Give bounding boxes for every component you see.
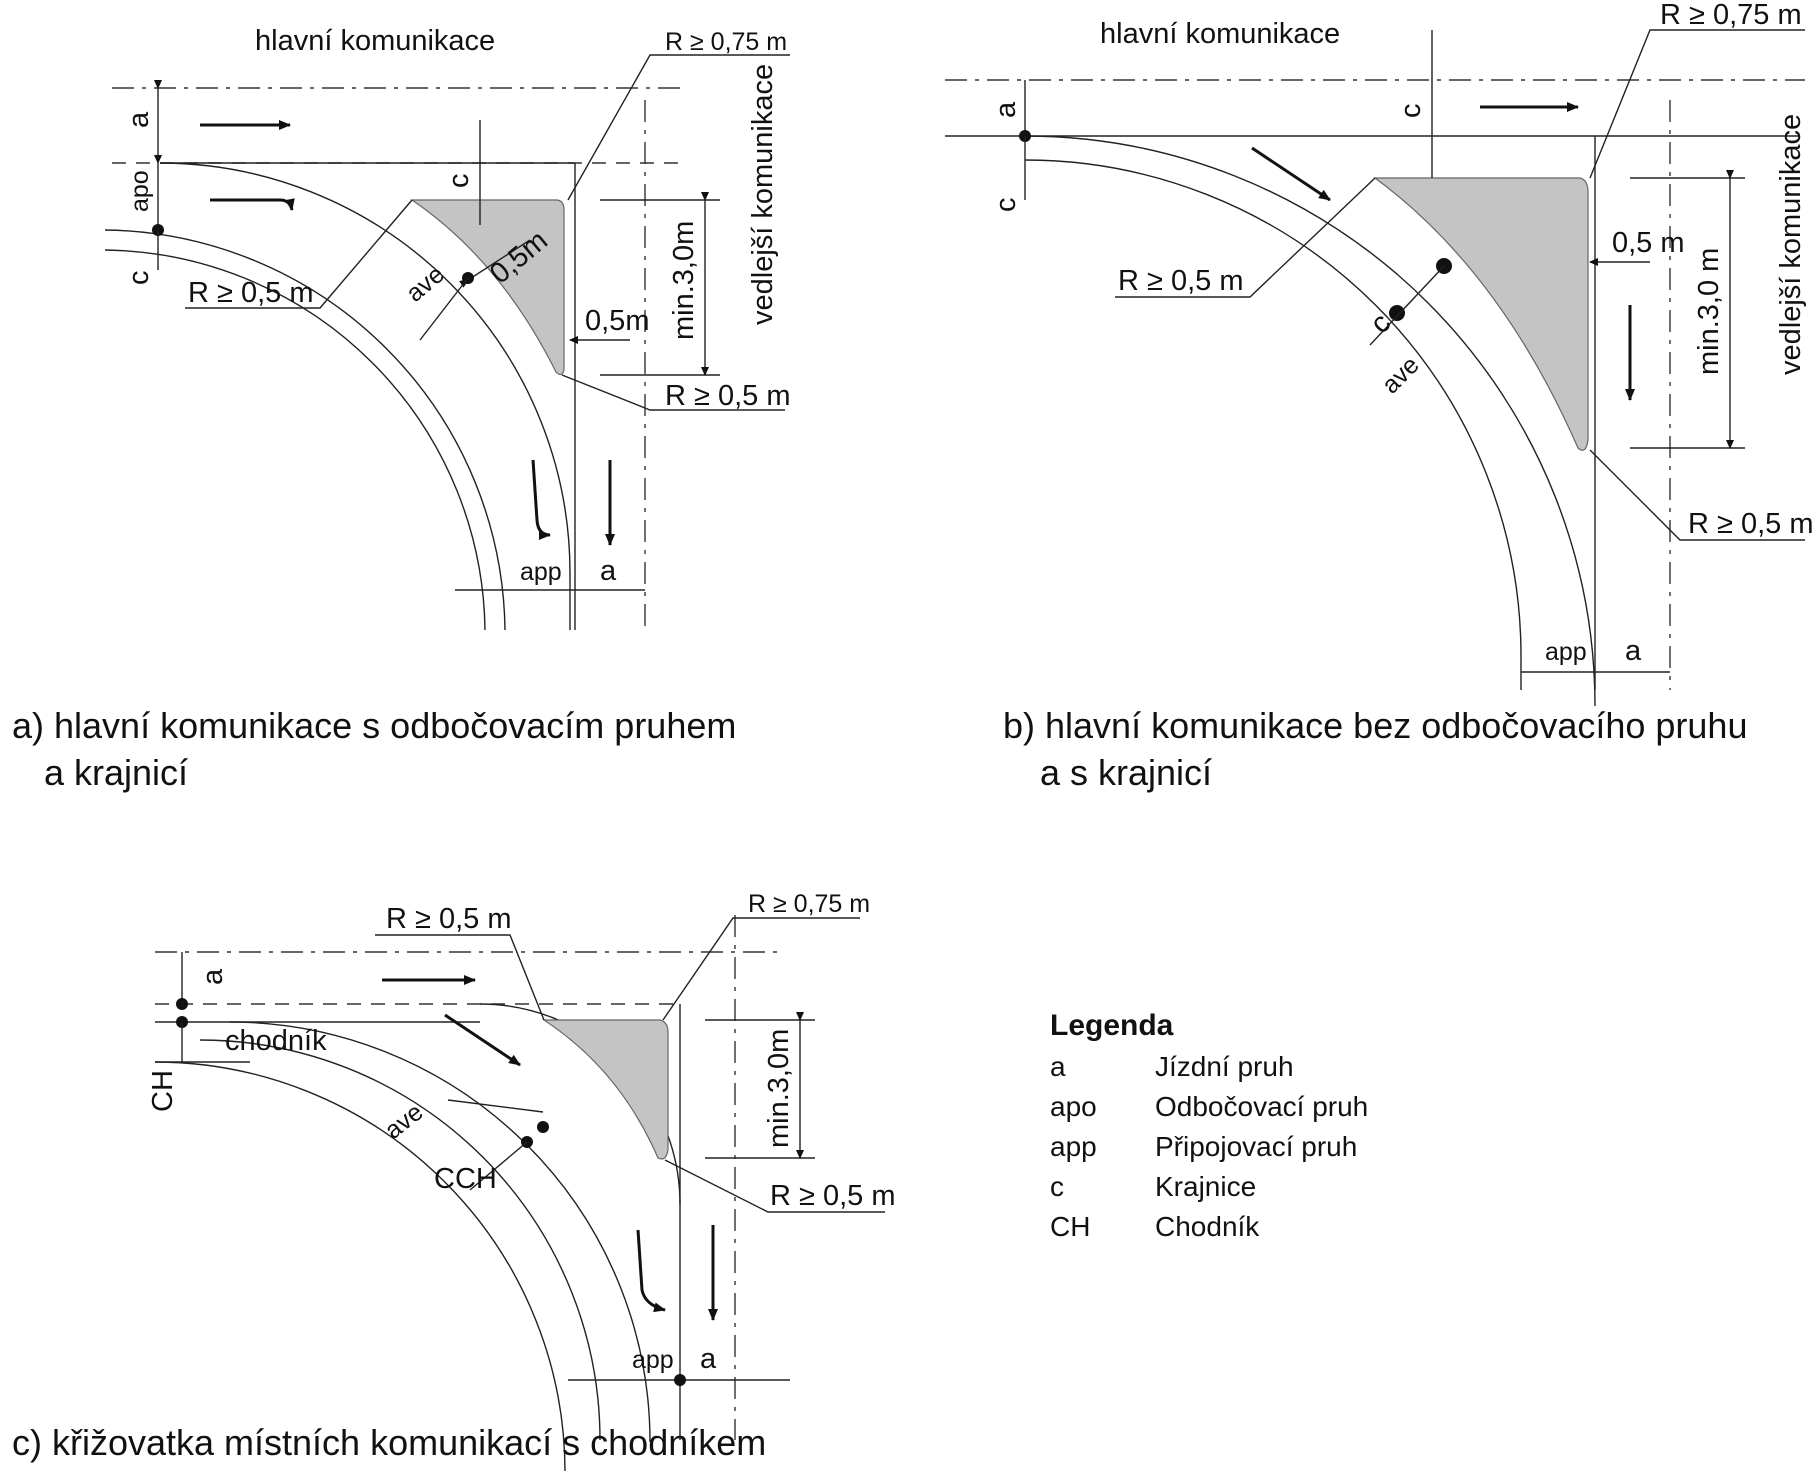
panel-a-side-road-label: vedlejší komunikace: [747, 64, 779, 325]
panel-b-side-road-label: vedlejší komunikace: [1775, 114, 1807, 375]
panel-b-r075: R ≥ 0,75 m: [1660, 0, 1802, 31]
panel-a-r05-left: R ≥ 0,5 m: [188, 277, 314, 309]
panel-c-curve-2: [229, 1021, 651, 1443]
panel-c-dim-ave: ave: [379, 1098, 428, 1145]
panel-a-traffic-island: [410, 199, 565, 376]
panel-c-r05-top: R ≥ 0,5 m: [386, 903, 512, 935]
panel-a-dim-app: app: [520, 558, 562, 586]
panel-a-curve-1: [159, 162, 571, 630]
panel-b-r075-leader: [1589, 29, 1805, 179]
panel-c-r05-right: R ≥ 0,5 m: [770, 1180, 896, 1212]
legend-symbol-1: a: [1050, 1051, 1066, 1082]
legend-label-3: Připojovací pruh: [1155, 1131, 1357, 1162]
legend-symbol-2: apo: [1050, 1091, 1097, 1122]
panel-c-arrow-turn: [444, 1013, 521, 1067]
panel-a-dim-apo: apo: [126, 170, 154, 212]
panel-c-curve-4: [154, 1061, 566, 1473]
panel-a-dim-05-diag-line: [459, 239, 531, 288]
panel-a-caption-1: a) hlavní komunikace s odbočovacím pruhe…: [12, 705, 736, 746]
panel-a-dim-a-bottom: a: [600, 555, 617, 587]
panel-c-dot-1: [176, 998, 188, 1010]
panel-b: hlavní komunikace a c c R ≥ 0,75 m R ≥ 0…: [945, 0, 1814, 793]
panel-b-dim-a: a: [990, 101, 1022, 118]
panel-c-r05-right-leader: [664, 1159, 885, 1213]
panel-b-dim-c: c: [990, 198, 1022, 213]
legend-label-4: Krajnice: [1155, 1171, 1256, 1202]
panel-c-sidewalk-label: chodník: [225, 1025, 327, 1057]
panel-a-caption-2: a krajnicí: [44, 752, 188, 793]
legend-label-1: Jízdní pruh: [1155, 1051, 1294, 1082]
panel-b-c-dot: [1389, 305, 1405, 321]
panel-a-dim-c-top: c: [443, 174, 475, 189]
panel-b-curve-1: [1024, 135, 1596, 707]
legend-symbol-3: app: [1050, 1131, 1097, 1162]
panel-a-dim-05: 0,5m: [585, 305, 649, 337]
panel-b-dim-a-bottom: a: [1625, 635, 1642, 667]
legend-label-2: Odbočovací pruh: [1155, 1091, 1368, 1122]
panel-b-diag-line: [1369, 265, 1445, 346]
panel-a-arrow-turn: [210, 198, 295, 211]
panel-c-arrow-exit: [636, 1229, 666, 1313]
panel-a-curve-2: [104, 229, 506, 631]
panel-b-caption-2: a s krajnicí: [1040, 752, 1212, 793]
panel-a-arrow-exit: [531, 459, 551, 540]
panel-b-arrow-turn: [1251, 146, 1331, 202]
panel-a-r05-right-leader: [561, 374, 785, 411]
panel-b-r05-left-leader: [1115, 177, 1376, 298]
panel-a-ave-line: [419, 277, 469, 341]
panel-a-dim-ave: ave: [401, 260, 450, 307]
legend-symbol-4: c: [1050, 1171, 1064, 1202]
panel-b-curve-2: [1024, 159, 1522, 690]
legend: Legenda a Jízdní pruh apo Odbočovací pru…: [1050, 1009, 1368, 1242]
panel-c-ave-dot: [537, 1121, 549, 1133]
panel-c-caption: c) křižovatka místních komunikací s chod…: [12, 1422, 766, 1463]
panel-b-caption-1: b) hlavní komunikace bez odbočovacího pr…: [1003, 705, 1747, 746]
panel-c-dim-cch: CCH: [434, 1163, 497, 1195]
panel-a-r05-right: R ≥ 0,5 m: [665, 380, 791, 412]
panel-b-r05-right: R ≥ 0,5 m: [1688, 508, 1814, 540]
panel-b-dim-c-top: c: [1395, 104, 1427, 119]
panel-c-dim-ch: CH: [147, 1070, 179, 1112]
panel-c-traffic-island: [541, 1019, 669, 1160]
panel-b-dim-app: app: [1545, 638, 1587, 666]
panel-b-dim-05: 0,5 m: [1612, 227, 1685, 259]
panel-b-main-road-label: hlavní komunikace: [1100, 18, 1340, 50]
panel-a-r075-leader: [567, 54, 790, 201]
panel-c-ave-leader: [447, 1099, 544, 1113]
panel-a-main-road-label: hlavní komunikace: [255, 25, 495, 57]
panel-c-dim-a-bottom: a: [700, 1343, 717, 1375]
panel-c-bottom-dot: [674, 1374, 686, 1386]
panel-c-curve-3: [199, 1039, 601, 1441]
panel-c-dim-a: a: [197, 968, 229, 985]
legend-symbol-5: CH: [1050, 1211, 1090, 1242]
panel-a-dim-a: a: [123, 111, 155, 128]
panel-c-r075: R ≥ 0,75 m: [748, 890, 870, 918]
panel-b-r05-left: R ≥ 0,5 m: [1118, 265, 1244, 297]
panel-c-r05-top-leader: [375, 934, 545, 1021]
panel-a-curve-3: [104, 249, 486, 631]
panel-b-r05-right-leader: [1589, 449, 1805, 541]
panel-b-dim-min3: min.3,0 m: [1693, 248, 1725, 375]
legend-title: Legenda: [1050, 1009, 1174, 1042]
panel-a-r075: R ≥ 0,75 m: [665, 28, 787, 56]
panel-a-dim-min3: min.3,0m: [668, 221, 700, 340]
panel-c-dim-app: app: [632, 1346, 674, 1374]
panel-a-dim-c: c: [123, 271, 155, 286]
panel-c-dim-min3: min.3,0m: [763, 1029, 795, 1148]
panel-b-traffic-island: [1373, 177, 1589, 451]
panel-c-r075-leader: [662, 917, 860, 1021]
panel-c-cch-line: [469, 1141, 528, 1191]
panel-c: a CH chodník R ≥ 0,5 m R ≥ 0,75 m R ≥ 0,…: [12, 890, 896, 1473]
panel-b-dim-ave: ave: [1376, 351, 1424, 399]
panel-a-r05-left-leader: [185, 199, 413, 309]
panel-a: hlavní komunikace a apo c c R ≥ 0,75 m: [12, 25, 791, 793]
legend-label-5: Chodník: [1155, 1211, 1260, 1242]
